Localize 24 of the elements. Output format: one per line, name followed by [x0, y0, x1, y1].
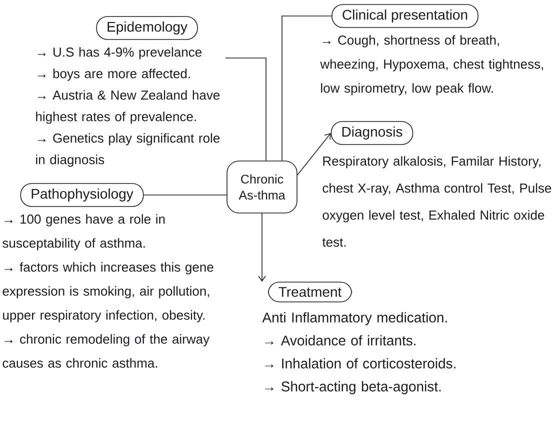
list-item: → boys are more affected. [38, 68, 190, 81]
arrow [258, 212, 266, 282]
note-text: → Cough, shortness of breath, wheezing, Hypoxema, chest tightness, low spirometry, low peak flow. [320, 35, 543, 96]
list-item: → 100 genes have a role in susceptability of asthma. [2, 214, 165, 250]
topic-bubble: Treatment [268, 282, 352, 302]
list-item: → U.S has 4-9% prevelance [38, 47, 202, 60]
connector-line [143, 194, 227, 196]
list-item: → chronic remodeling of the airway causes as chronic asthma. [2, 334, 210, 368]
list-item: → Avoidance of irritants. [265, 335, 416, 346]
list-item: → Short-acting beta-agonist. [265, 381, 441, 394]
list-item: → Genetics play significant role in diagnosis [36, 133, 220, 167]
list-item: → Inhalation of corticosteroids. [265, 358, 456, 368]
arrow [297, 132, 331, 176]
connector-line [282, 16, 332, 161]
list-item: Anti Inflammatory medication. [262, 312, 447, 326]
connector-line [225, 58, 266, 161]
list-item: → factors which increases this gene expression is smoking, air pollution, upper respiratory infection, obesity. [2, 262, 214, 322]
topic-bubble: Epidemology [96, 16, 198, 40]
topic-bubble: Diagnosis [330, 121, 414, 145]
list-item: → Austria & New Zealand have highest rates of prevalence. [36, 90, 220, 124]
note-text: Respiratory alkalosis, Familar History, chest X-ray, Asthma control Test, Pulse oxygen level test, Exhaled Nitric oxide test. [322, 156, 552, 247]
topic-bubble: Clinical presentation [332, 4, 478, 28]
topic-bubble: Pathophysiology [20, 183, 144, 207]
center-bubble: Chronic As-thma [226, 160, 298, 214]
